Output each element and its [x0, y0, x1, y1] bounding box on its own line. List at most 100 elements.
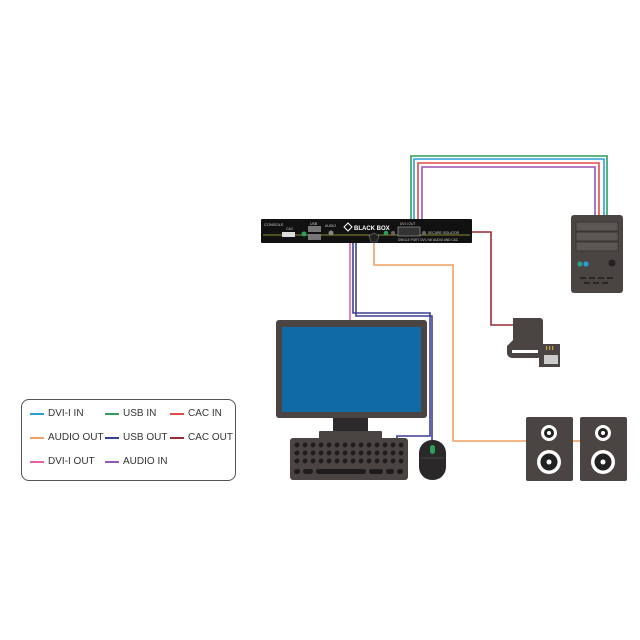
keyboard-key	[366, 458, 372, 464]
cable-audio-in	[421, 166, 596, 219]
legend-label: USB OUT	[123, 432, 168, 443]
cable-dvi-in	[413, 158, 605, 219]
legend-swatch	[105, 412, 119, 415]
keyboard-key	[326, 450, 332, 456]
legend-label: AUDIO OUT	[48, 432, 104, 443]
keyboard-key	[294, 469, 300, 474]
legend-swatch	[170, 436, 184, 439]
keyboard-key	[334, 458, 340, 464]
usb-port	[308, 234, 321, 240]
audio-label: AUDIO	[325, 224, 336, 228]
dvi-label: DVI-I OUT	[400, 222, 415, 226]
keyboard-key	[358, 442, 364, 448]
keyboard-key	[390, 458, 396, 464]
cable-cac-in	[417, 162, 600, 219]
legend-label: CAC OUT	[188, 432, 233, 443]
audio-port	[328, 230, 334, 236]
keyboard-key	[310, 450, 316, 456]
cable-usb-out-mouse	[355, 243, 433, 442]
keyboard-key	[398, 442, 404, 448]
monitor-screen	[282, 327, 421, 412]
status-led	[383, 230, 389, 236]
keyboard-key	[374, 450, 380, 456]
keyboard-key	[294, 442, 300, 448]
speaker-right	[580, 417, 627, 481]
brand-logo: BLACK BOX	[354, 226, 390, 232]
legend-item-audio-out: AUDIO OUT	[30, 432, 104, 443]
keyboard-key	[350, 450, 356, 456]
keyboard-key	[318, 450, 324, 456]
screw-icon	[422, 231, 426, 235]
console-label: CONSOLE	[264, 222, 284, 227]
usb-port	[308, 226, 321, 232]
keyboard-key	[366, 450, 372, 456]
legend-item-cac-out: CAC OUT	[170, 432, 233, 443]
mouse	[419, 440, 446, 480]
legend-swatch	[105, 460, 119, 463]
keyboard-key	[334, 442, 340, 448]
keyboard-key	[398, 450, 404, 456]
keyboard-key	[326, 442, 332, 448]
keyboard-key	[382, 450, 388, 456]
monitor	[276, 320, 427, 440]
keyboard-key	[398, 458, 404, 464]
model-label: SINGLE PORT DVI-I W/ AUDIO AND CAC	[398, 238, 459, 242]
cable-usb-out-keyboard	[352, 243, 431, 440]
status-led	[301, 231, 307, 237]
keyboard-key	[294, 450, 300, 456]
shield-icon	[368, 232, 380, 243]
keyboard-key	[316, 469, 366, 474]
keyboard-key	[302, 442, 308, 448]
legend-swatch	[170, 412, 184, 415]
dvi-port	[397, 226, 421, 237]
keyboard-key	[374, 458, 380, 464]
keyboard-key	[342, 442, 348, 448]
speaker-left	[526, 417, 573, 481]
keyboard-key	[303, 469, 313, 474]
keyboard-key	[390, 442, 396, 448]
keyboard	[290, 438, 408, 480]
computer-tower	[571, 215, 623, 293]
legend-item-dvi-in: DVI-I IN	[30, 408, 84, 419]
keyboard-key	[294, 458, 300, 464]
legend-label: USB IN	[123, 408, 157, 419]
keyboard-key	[350, 458, 356, 464]
cable-cac-out	[472, 231, 515, 326]
keyboard-key	[369, 469, 383, 474]
keyboard-key	[342, 450, 348, 456]
legend-swatch	[30, 412, 44, 415]
keyboard-key	[382, 458, 388, 464]
screw-icon	[391, 231, 395, 235]
legend-item-usb-out: USB OUT	[105, 432, 167, 443]
legend-item-cac-in: CAC IN	[170, 408, 222, 419]
keyboard-key	[366, 442, 372, 448]
legend-item-usb-in: USB IN	[105, 408, 156, 419]
keyboard-key	[382, 442, 388, 448]
keyboard-key	[374, 442, 380, 448]
keyboard-key	[310, 458, 316, 464]
keyboard-key	[397, 469, 403, 474]
keyboard-key	[334, 450, 340, 456]
legend-swatch	[30, 436, 44, 439]
cable-usb-in	[410, 155, 608, 219]
cac-port	[282, 232, 295, 237]
legend-swatch	[30, 460, 44, 463]
keyboard-key	[302, 450, 308, 456]
legend-item-dvi-out: DVI-I OUT	[30, 456, 95, 467]
keyboard-key	[358, 450, 364, 456]
legend: DVI-I IN USB IN CAC IN AUDIO OUT USB OUT…	[21, 399, 236, 481]
secure-kvm-device: CONSOLE CAC USB AUDIO BLACK BOX DVI-I OU…	[261, 219, 472, 243]
keyboard-key	[350, 442, 356, 448]
cac-card-reader	[507, 318, 560, 367]
legend-label: DVI-I OUT	[48, 456, 95, 467]
legend-item-audio-in: AUDIO IN	[105, 456, 167, 467]
cable-audio-out	[373, 243, 527, 442]
keyboard-key	[318, 458, 324, 464]
keyboard-key	[326, 458, 332, 464]
keyboard-key	[342, 458, 348, 464]
cac-label: CAC	[286, 227, 294, 231]
legend-label: AUDIO IN	[123, 456, 168, 467]
keyboard-key	[302, 458, 308, 464]
black-box-logo-icon	[343, 222, 353, 232]
